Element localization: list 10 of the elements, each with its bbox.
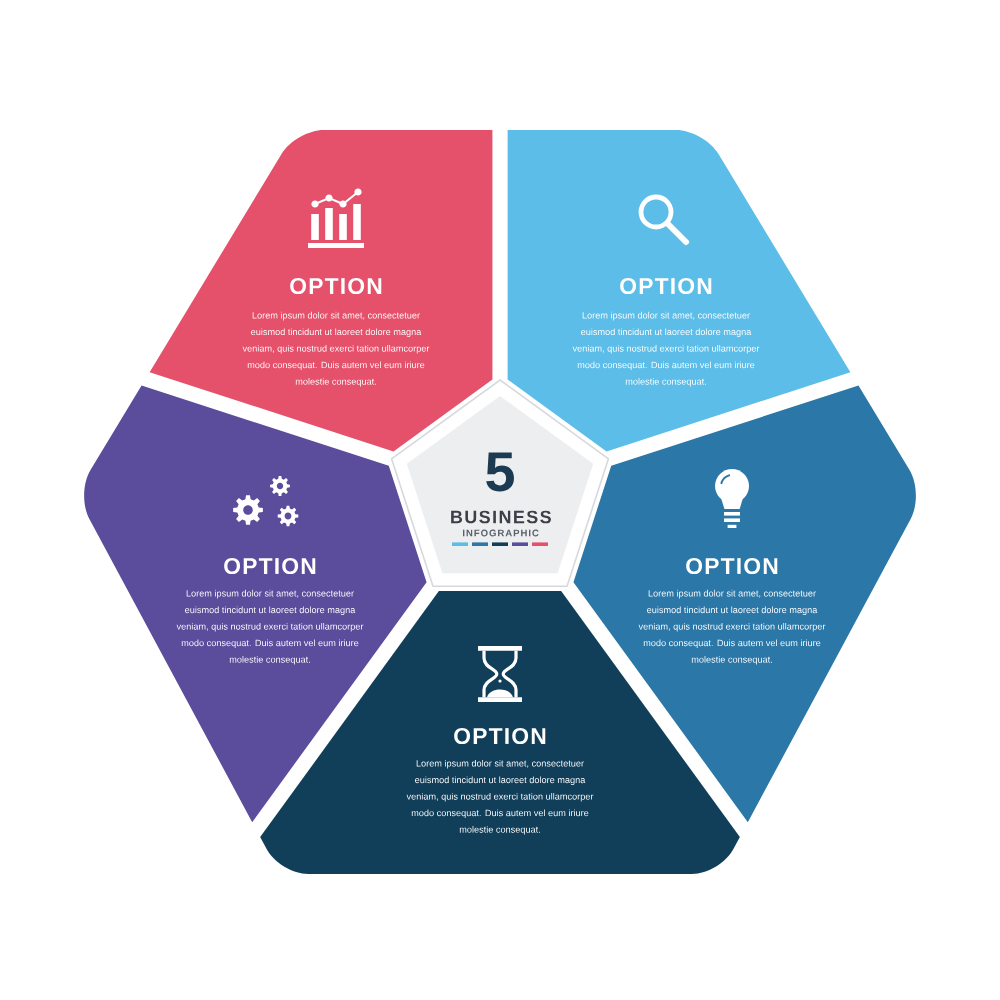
- number: 5: [486, 452, 514, 492]
- center-pentagon: [390, 379, 610, 587]
- option-panel: [149, 130, 493, 452]
- option-panel: [507, 130, 851, 452]
- option-heading: OPTION: [454, 727, 546, 745]
- option-heading: OPTION: [620, 277, 712, 295]
- heading: BUSINESS: [451, 510, 551, 524]
- option-heading: OPTION: [224, 557, 316, 575]
- option-heading: OPTION: [290, 277, 382, 295]
- option-heading: OPTION: [686, 557, 778, 575]
